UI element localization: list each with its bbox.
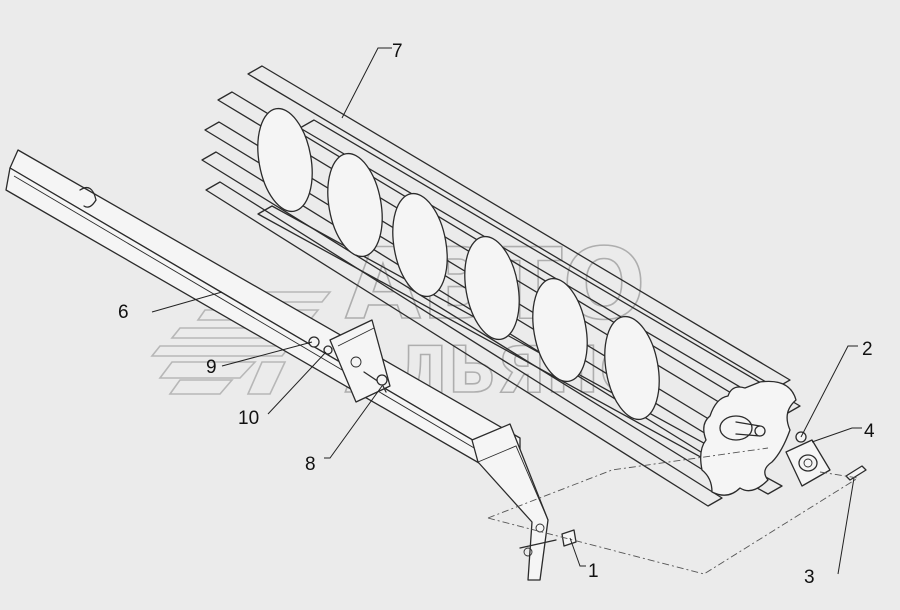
bearing-housing-4	[785, 439, 831, 487]
roller-cage	[201, 65, 801, 507]
callout-4: 4	[864, 421, 875, 442]
callout-6: 6	[118, 302, 129, 323]
callout-1: 1	[588, 561, 599, 582]
bolt-1	[561, 529, 577, 547]
callout-3: 3	[804, 567, 815, 588]
callout-8: 8	[305, 454, 316, 475]
callout-2: 2	[862, 339, 873, 360]
callout-9: 9	[206, 357, 217, 378]
bracket-assembly	[329, 319, 391, 403]
nut-9	[308, 336, 320, 348]
leader-lines	[151, 47, 862, 575]
callout-10: 10	[238, 408, 259, 429]
callout-7: 7	[392, 41, 403, 62]
